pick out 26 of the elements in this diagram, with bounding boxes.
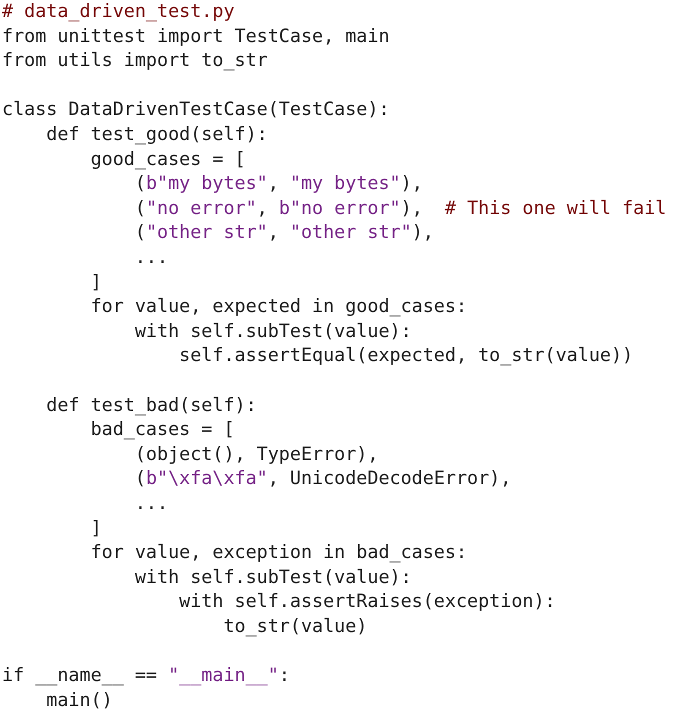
- code-line: good_cases = [: [90, 148, 246, 171]
- code-line: with self.subTest(value):: [134, 320, 412, 343]
- code-line: ...: [134, 247, 168, 269]
- code-line: def test_good(self):: [45, 124, 268, 146]
- code-line: (b"my bytes", "my bytes"),: [134, 173, 423, 196]
- code-line: self.assertEqual(expected, to_str(value)): [178, 345, 634, 368]
- code-line: from unittest import TestCase, main: [2, 26, 390, 48]
- code-line: (b"\xfa\xfa", UnicodeDecodeError),: [134, 468, 512, 490]
- code-line: ("other str", "other str"),: [134, 222, 434, 244]
- code-line: to_str(value): [222, 616, 368, 638]
- code-line: ]: [90, 272, 102, 294]
- code-line: if __name__ == "__main__":: [2, 665, 290, 688]
- code-line: ("no error", b"no error"), # This one will fail: [134, 198, 666, 220]
- code-line: bad_cases = [: [90, 419, 235, 442]
- code-line: from utils import to_str: [2, 50, 268, 72]
- code-line: for value, expected in good_cases:: [90, 296, 468, 318]
- code-line: ]: [90, 518, 102, 540]
- code-line: with self.assertRaises(exception):: [178, 591, 556, 614]
- code-line: main(): [45, 690, 113, 712]
- code-line: class DataDrivenTestCase(TestCase):: [2, 99, 390, 122]
- code-line: with self.subTest(value):: [134, 566, 412, 589]
- code-line: def test_bad(self):: [45, 394, 257, 417]
- code-line: (object(), TypeError),: [134, 444, 378, 466]
- code-line: for value, exception in bad_cases:: [90, 542, 468, 564]
- code-line: ...: [134, 493, 168, 515]
- code-line: # data_driven_test.py: [2, 1, 235, 23]
